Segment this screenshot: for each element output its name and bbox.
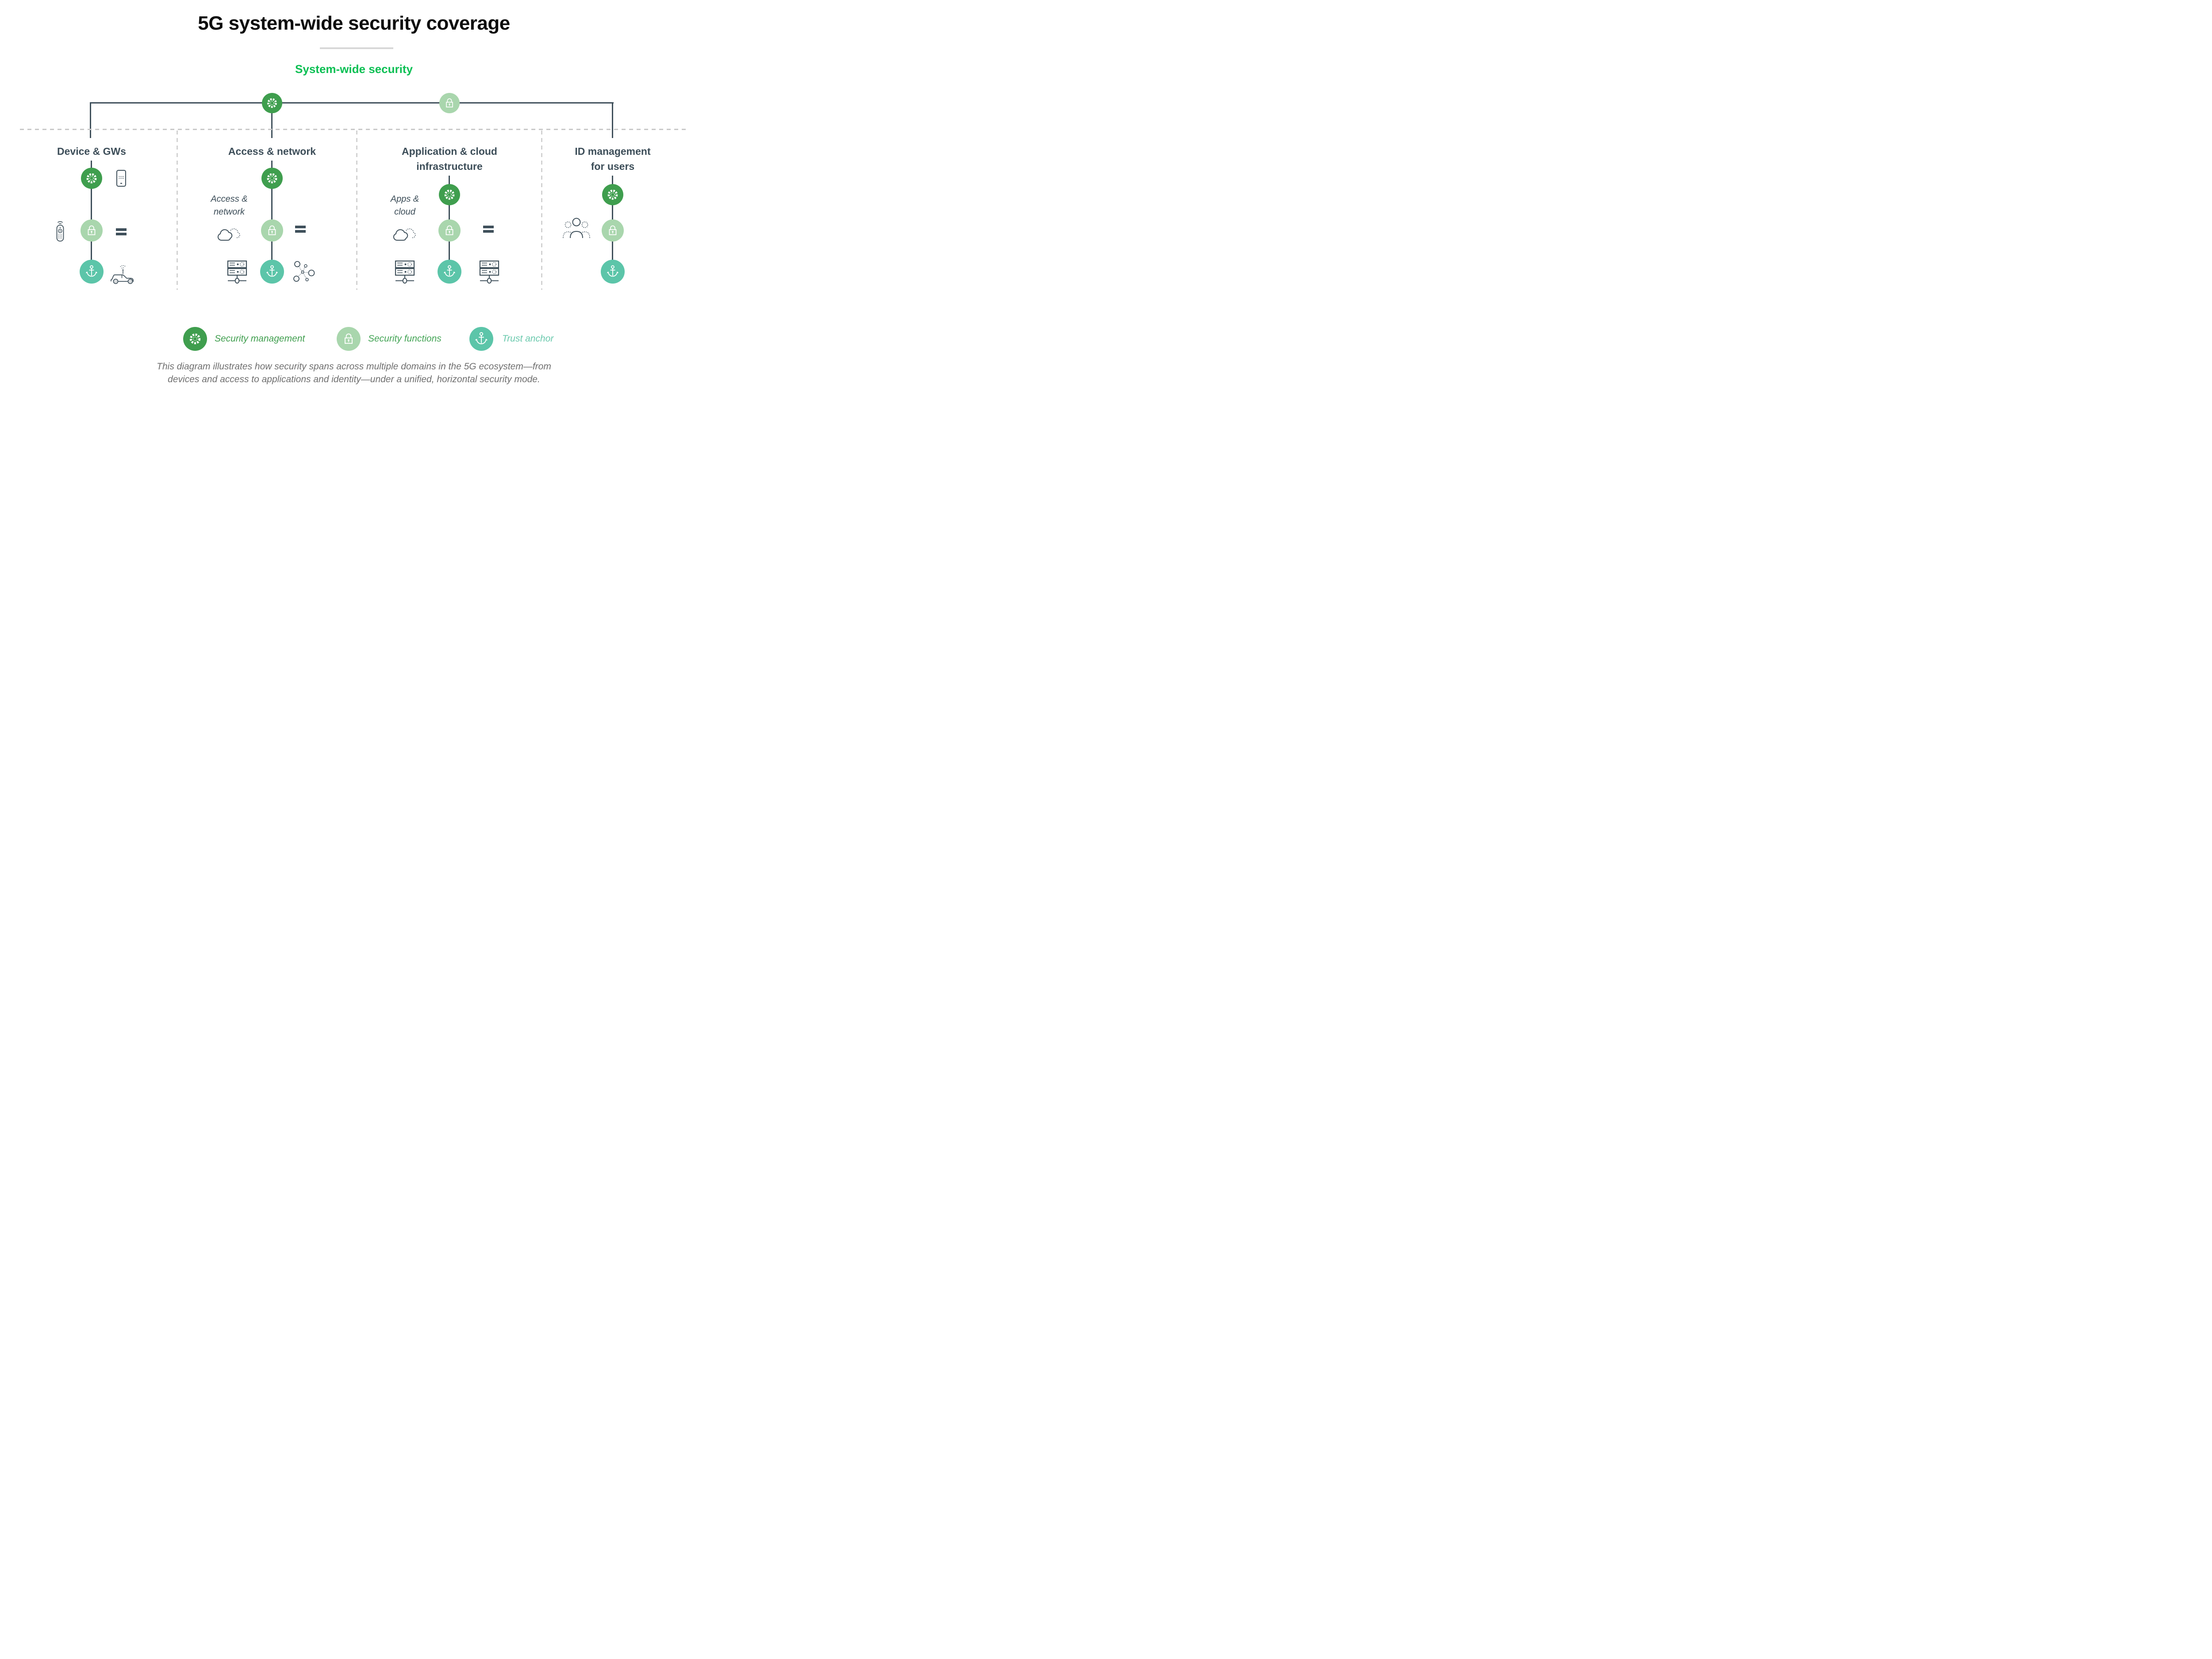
server-icon [393,259,416,285]
users-group-icon [562,217,591,240]
col3-link-title-gear [449,176,450,184]
cloud-icon [391,224,419,244]
column-separator-3 [541,131,542,290]
col4-link-lock-anchor [612,241,613,260]
lock-icon [606,224,619,237]
legend-label-security-functions: Security functions [368,334,442,344]
col2-link-gear-lock [271,188,273,220]
column-separator-1 [177,131,178,290]
column-title-id-management: ID management for users [575,146,651,172]
col4-security-management-node [602,184,623,205]
col2-link-title-gear [271,161,273,168]
server-icon [478,259,501,285]
lock-icon [443,97,456,109]
cog-icon [442,187,457,202]
col2-security-functions-node [261,219,283,242]
col4-link-gear-lock [612,205,613,220]
smartphone-icon [115,169,127,187]
column-title-access-network: Access & network [228,146,316,157]
anchor-icon [442,264,457,279]
col1-security-functions-node [81,219,103,242]
anchor-icon [473,331,489,347]
anchor-icon [265,264,280,279]
legend-security-functions-swatch [337,327,361,351]
cog-icon [605,187,620,202]
col3-link-gear-lock [449,205,450,220]
col3-side-label: Apps & cloud [390,194,419,217]
lock-icon [85,224,98,237]
title-divider [320,47,393,49]
col1-security-management-node [81,168,102,189]
col2-link-lock-anchor [271,241,273,260]
legend-trust-anchor-swatch [469,327,493,351]
trunk-drop-col2 [271,112,273,138]
caption: This diagram illustrates how security sp… [157,361,551,384]
col4-link-title-gear [612,176,613,184]
col3-security-management-node [439,184,460,205]
col2-side-label: Access & network [211,194,248,217]
lock-icon [342,332,356,346]
col2-trust-anchor-node [260,260,284,284]
legend-label-security-management: Security management [215,334,305,344]
column-title-application-cloud: Application & cloud infrastructure [402,146,497,172]
trunk-security-functions-node [439,93,460,113]
col1-link-title-gear [91,161,92,168]
trunk-drop-col1 [90,102,91,138]
col3-link-lock-anchor [449,241,450,260]
dotted-horizontal-separator [20,129,688,130]
legend-label-trust-anchor: Trust anchor [502,334,554,344]
equals-icon [116,228,127,236]
legend-security-management-swatch [183,327,207,351]
col2-security-management-node [261,168,283,189]
cloud-icon [215,224,243,244]
lock-icon [443,224,456,237]
col4-trust-anchor-node [601,260,625,284]
col1-link-lock-anchor [91,241,92,260]
connected-car-icon [108,264,138,286]
trunk-security-management-node [262,93,282,113]
anchor-icon [84,264,99,279]
cog-icon [265,171,280,186]
col1-trust-anchor-node [80,260,104,284]
cog-icon [265,96,279,110]
equals-icon [295,225,306,233]
page-title: 5G system-wide security coverage [198,12,510,34]
server-icon [226,259,249,285]
col3-trust-anchor-node [438,260,461,284]
diagram-canvas: 5G system-wide security coverage System-… [0,0,708,398]
col3-security-functions-node [438,219,461,242]
col4-security-functions-node [602,219,624,242]
trunk-drop-col4 [612,102,613,138]
equals-icon [483,225,494,233]
col1-link-gear-lock [91,188,92,220]
molecule-icon [292,261,315,283]
cog-icon [187,331,203,347]
column-title-device-gws: Device & GWs [57,146,126,157]
lock-icon [265,224,279,237]
column-separator-2 [356,131,357,290]
remote-control-icon [53,219,68,242]
cog-icon [84,171,99,186]
system-wide-security-heading: System-wide security [295,62,413,76]
trunk-horizontal-line [91,102,614,104]
anchor-icon [605,264,620,279]
